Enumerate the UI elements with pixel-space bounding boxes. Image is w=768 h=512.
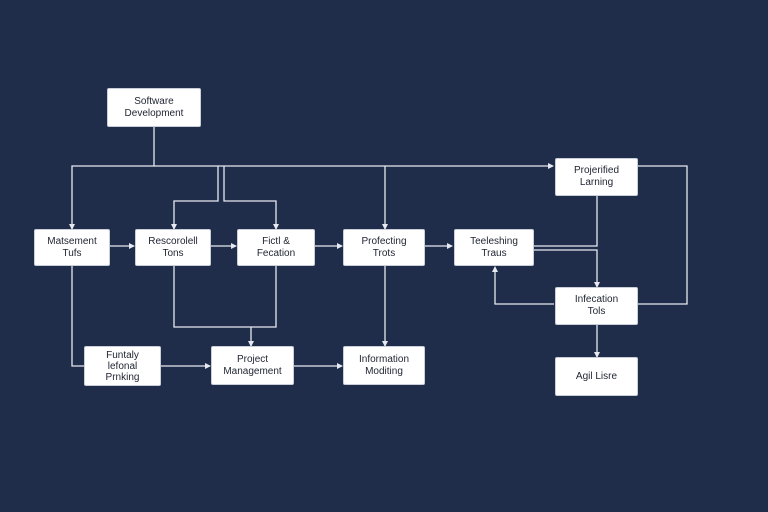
node-functional-planning: Funtaly lefonal Prnking: [84, 346, 161, 386]
node-projecting-tools: Profecting Trots: [343, 229, 425, 266]
node-testing-tools: Teeleshing Traus: [454, 229, 534, 266]
node-software-development: Software Development: [107, 88, 201, 127]
node-field-evaluation: Fictl & Fecation: [237, 229, 315, 266]
edge-projected-down: [534, 196, 598, 247]
node-information-modeling: Information Moditing: [343, 346, 425, 385]
edge-resource-field-to-pm: [173, 266, 277, 328]
edge-branch-to-resource: [171, 166, 219, 230]
edge-projected-loop-right: [638, 165, 688, 305]
node-integration-tools: Infecation Tols: [555, 287, 638, 325]
edge-integration-to-testing: [492, 266, 554, 305]
edge-branch-to-field: [223, 166, 279, 230]
edge-testing-to-integration: [534, 249, 600, 288]
node-project-management: Project Management: [211, 346, 294, 385]
node-management-tools: Matsement Tufs: [34, 229, 110, 266]
edge-software-to-management: [69, 127, 155, 230]
edge-management-to-functional: [71, 266, 84, 367]
node-resource-tools: Rescorolell Tons: [135, 229, 211, 266]
node-agile-tools: Agil Lisre: [555, 357, 638, 396]
node-projected-learning: Projerified Larning: [555, 158, 638, 196]
